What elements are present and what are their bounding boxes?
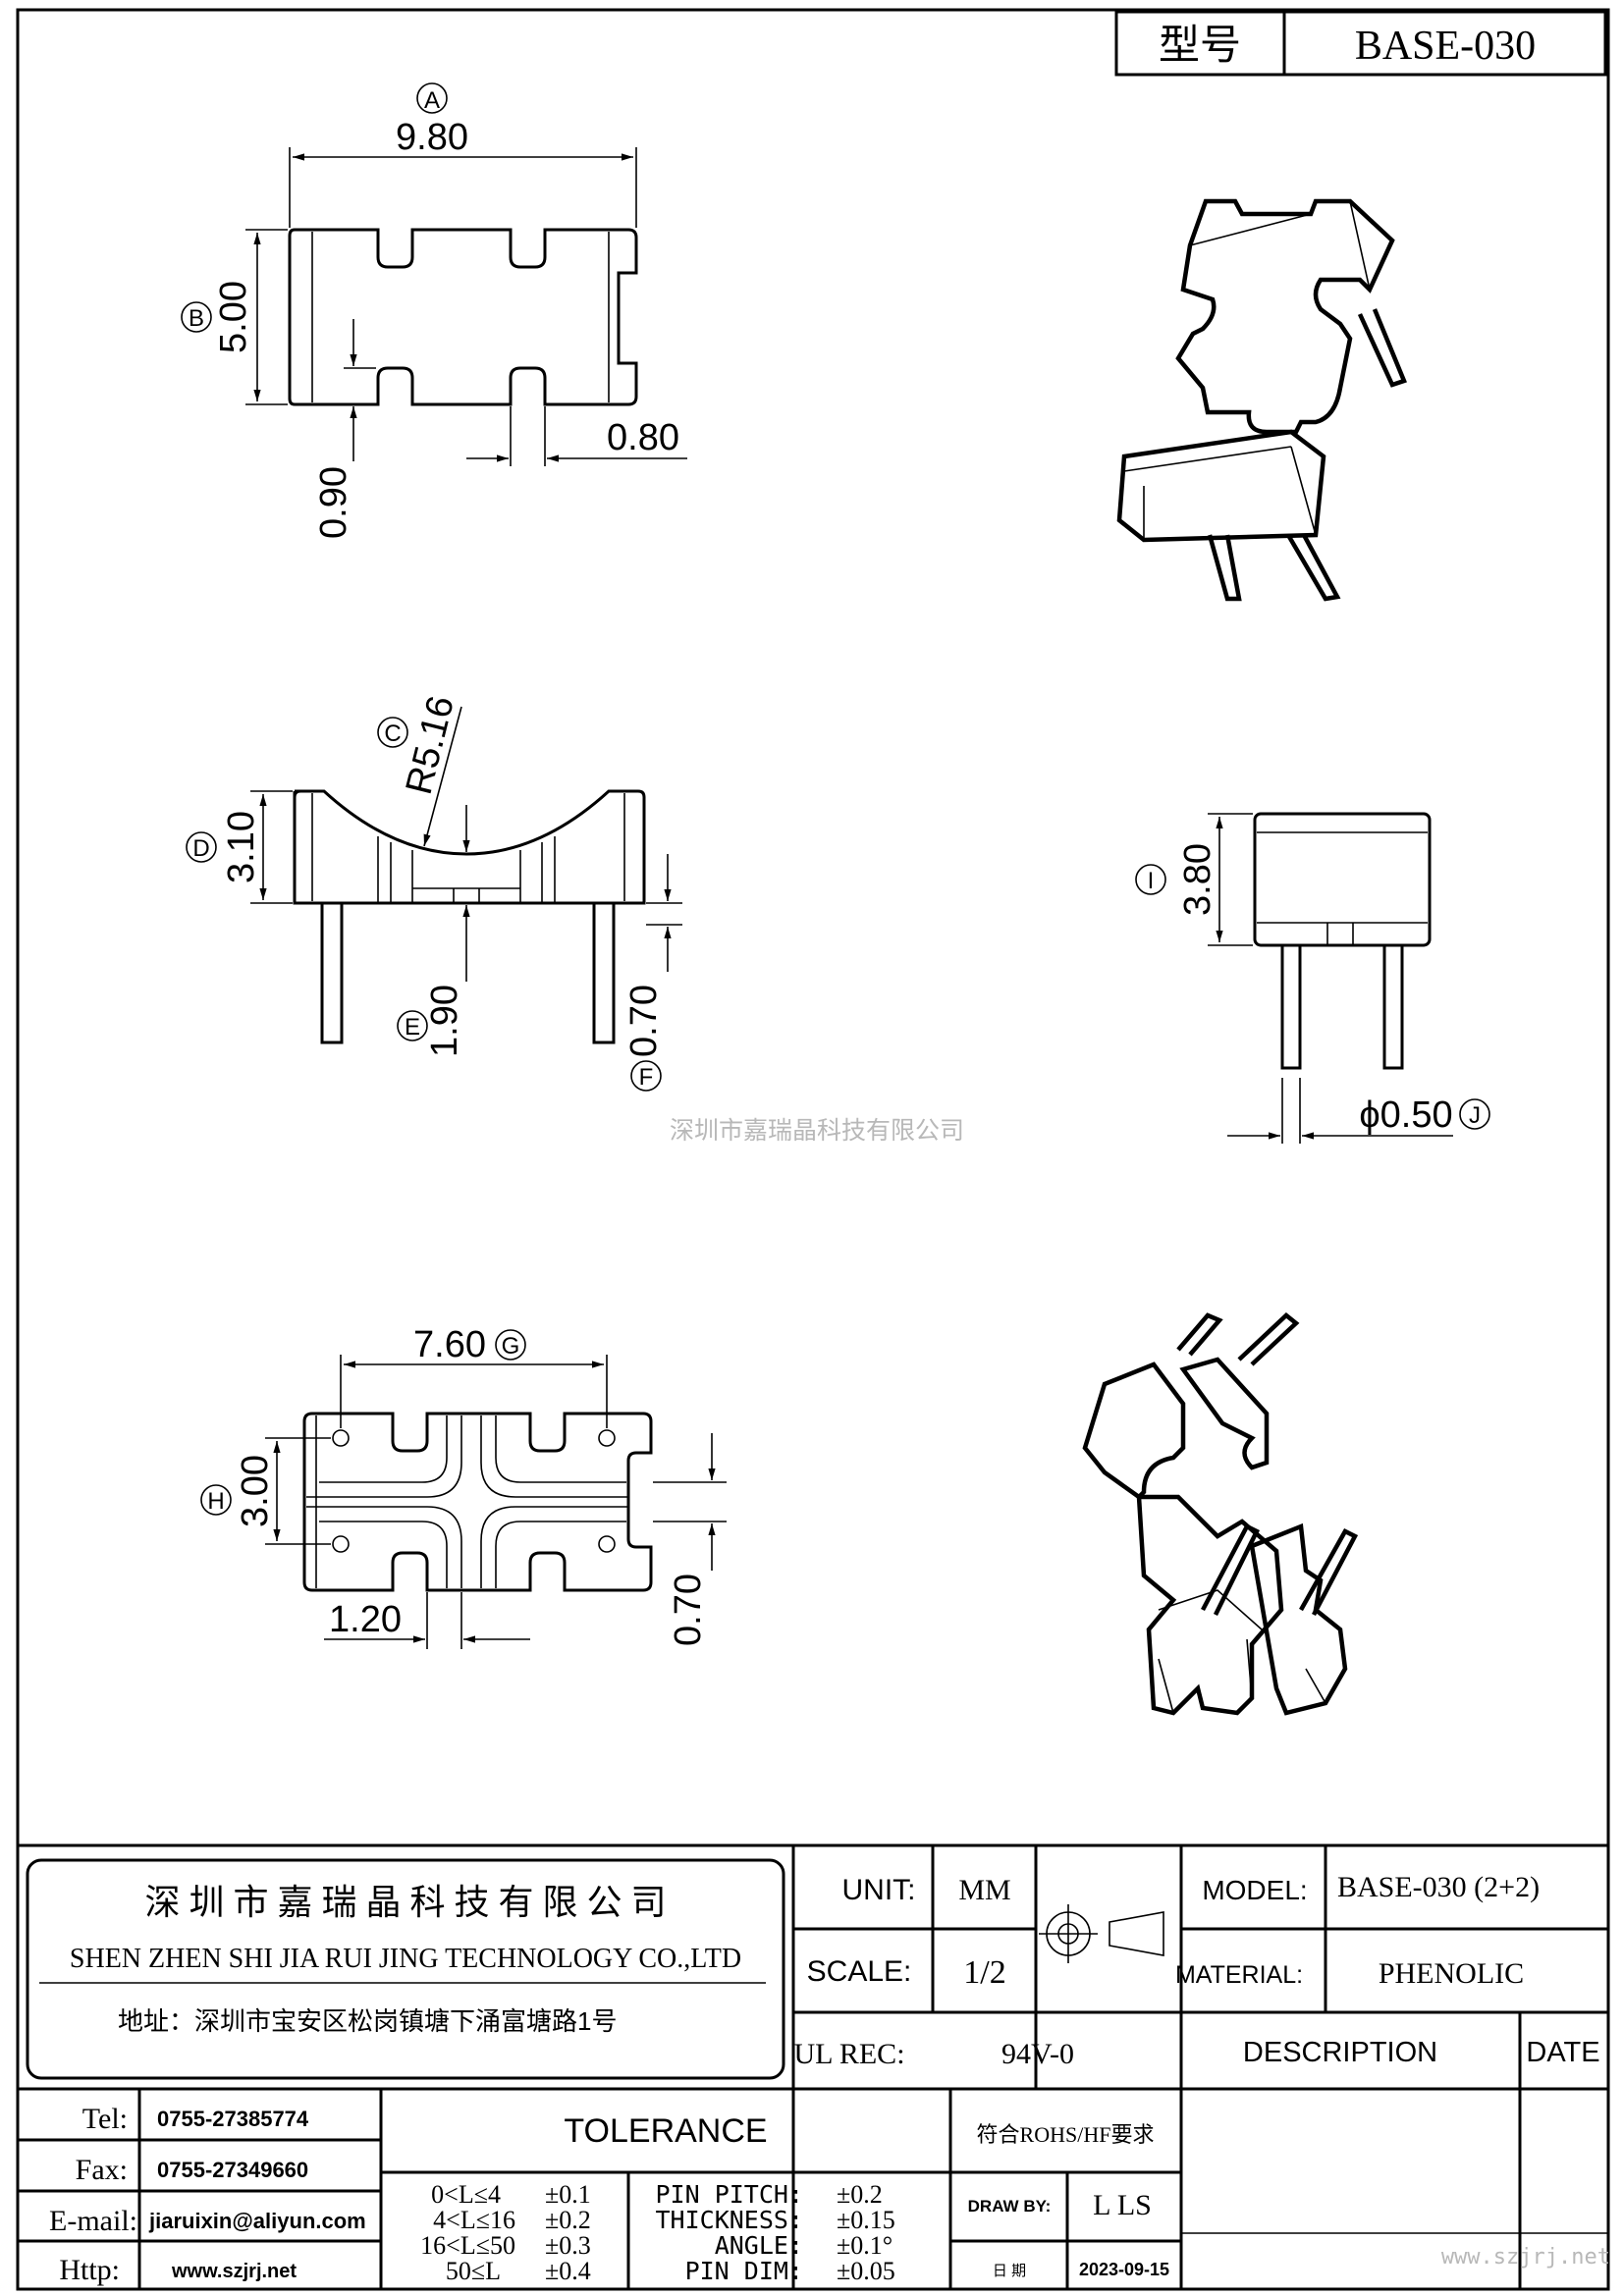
dim-a-label: A xyxy=(424,87,440,114)
dim-c-label: C xyxy=(384,721,401,747)
tel-value: 0755-27385774 xyxy=(157,2107,309,2131)
company-address: 地址：深圳市宝安区松岗镇塘下涌富塘路1号 xyxy=(118,2006,617,2036)
tol-item-label-2: ANGLE: xyxy=(715,2231,803,2260)
sheet-border xyxy=(16,8,1610,2291)
date-value: 2023-09-15 xyxy=(1079,2260,1169,2279)
dim-slot-depth: 0.90 xyxy=(313,466,354,539)
tol-range-2: 16<L≤50 xyxy=(420,2231,515,2260)
tel-label: Tel: xyxy=(82,2103,128,2135)
tol-item-label-1: THICKNESS: xyxy=(655,2206,803,2234)
model-value: BASE-030 (2+2) xyxy=(1337,1871,1540,1903)
tol-range-1: 4<L≤16 xyxy=(433,2206,515,2234)
dim-bottom-slot: 0.70 xyxy=(668,1574,709,1646)
tol-item-value-3: ±0.05 xyxy=(837,2257,895,2285)
model-title-box: 型号 BASE-030 xyxy=(1114,10,1607,77)
watermark-url: www.szjrj.net xyxy=(1441,2245,1610,2269)
tolerance-header: TOLERANCE xyxy=(564,2112,767,2150)
front-view: R5.16 C 3.10 D 1.90 E 0.70 F xyxy=(186,692,682,1092)
tol-range-0: 0<L≤4 xyxy=(431,2180,501,2209)
top-view: 9.80 A 5.00 B 0.90 0.80 xyxy=(181,82,687,539)
dim-e-value: 1.90 xyxy=(424,985,465,1057)
draw-by-label: DRAW BY: xyxy=(968,2197,1052,2216)
tol-value-0: ±0.1 xyxy=(545,2180,591,2209)
scale-label: SCALE: xyxy=(807,1955,912,1988)
unit-label: UNIT: xyxy=(842,1874,916,1906)
dim-h-label: H xyxy=(207,1488,224,1515)
projection-symbol-icon xyxy=(1039,1904,1164,1963)
dim-bottom-offset: 1.20 xyxy=(329,1599,402,1640)
tol-range-3: 50≤L xyxy=(446,2257,501,2285)
dim-h-value: 3.00 xyxy=(235,1455,276,1527)
isometric-view-top xyxy=(1116,198,1407,602)
dim-j-value: ϕ0.50 xyxy=(1359,1095,1452,1136)
tol-value-1: ±0.2 xyxy=(545,2206,591,2234)
material-value: PHENOLIC xyxy=(1379,1957,1524,1990)
date-label: DATE xyxy=(1526,2037,1599,2068)
unit-value: MM xyxy=(958,1874,1010,1906)
dim-j-label: J xyxy=(1469,1102,1481,1129)
tol-item-value-2: ±0.1° xyxy=(837,2231,893,2260)
dim-g-value: 7.60 xyxy=(413,1324,486,1365)
model-label: MODEL: xyxy=(1202,1875,1307,1905)
tol-item-label-0: PIN PITCH: xyxy=(655,2180,803,2209)
scale-value: 1/2 xyxy=(963,1954,1005,1991)
tol-item-label-3: PIN DIM: xyxy=(685,2257,803,2285)
dim-d-value: 3.10 xyxy=(221,811,262,883)
dim-c-value: R5.16 xyxy=(399,692,462,799)
ul-rec-label: UL REC: xyxy=(793,2038,904,2070)
bottom-view: 7.60 G 3.00 H 1.20 0.70 xyxy=(200,1324,727,1649)
isometric-view-bottom xyxy=(1082,1312,1359,1716)
email-label: E-mail: xyxy=(49,2205,137,2237)
tol-item-value-0: ±0.2 xyxy=(837,2180,883,2209)
model-title-label: 型号 xyxy=(1159,24,1241,69)
description-label: DESCRIPTION xyxy=(1243,2037,1437,2068)
date-cn-label: 日 期 xyxy=(993,2263,1026,2279)
dim-i-label: I xyxy=(1148,868,1155,894)
ul-rec-value: 94V-0 xyxy=(1001,2038,1074,2070)
dim-d-label: D xyxy=(192,835,209,862)
dim-i-value: 3.80 xyxy=(1177,843,1218,916)
company-name-en: SHEN ZHEN SHI JIA RUI JING TECHNOLOGY CO… xyxy=(70,1944,741,1974)
dim-f-value: 0.70 xyxy=(623,985,665,1057)
dim-a-value: 9.80 xyxy=(396,117,468,158)
title-block: 深 圳 市 嘉 瑞 晶 科 技 有 限 公 司 SHEN ZHEN SHI JI… xyxy=(18,1843,1610,2289)
tol-item-value-1: ±0.15 xyxy=(837,2206,895,2234)
email-value: jiaruixin@aliyun.com xyxy=(148,2209,366,2233)
dim-b-value: 5.00 xyxy=(213,281,254,353)
fax-label: Fax: xyxy=(76,2154,128,2186)
model-title-value: BASE-030 xyxy=(1355,24,1536,69)
watermark-center: 深圳市嘉瑞晶科技有限公司 xyxy=(670,1117,964,1145)
compliance-note: 符合ROHS/HF要求 xyxy=(977,2122,1155,2147)
fax-value: 0755-27349660 xyxy=(157,2158,308,2182)
side-view: 3.80 I ϕ0.50 J xyxy=(1135,812,1490,1144)
dim-f-label: F xyxy=(639,1064,654,1091)
dim-slot-width: 0.80 xyxy=(607,417,679,458)
tol-value-3: ±0.4 xyxy=(545,2257,591,2285)
dim-e-label: E xyxy=(405,1014,420,1041)
dim-g-label: G xyxy=(502,1333,520,1360)
http-value: www.szjrj.net xyxy=(171,2261,297,2282)
tol-value-2: ±0.3 xyxy=(545,2231,591,2260)
dim-b-label: B xyxy=(189,305,204,332)
draw-by-value: L LS xyxy=(1093,2189,1152,2221)
http-label: Http: xyxy=(59,2254,120,2286)
material-label: MATERIAL: xyxy=(1175,1961,1303,1989)
company-name-cn: 深 圳 市 嘉 瑞 晶 科 技 有 限 公 司 xyxy=(144,1883,666,1922)
